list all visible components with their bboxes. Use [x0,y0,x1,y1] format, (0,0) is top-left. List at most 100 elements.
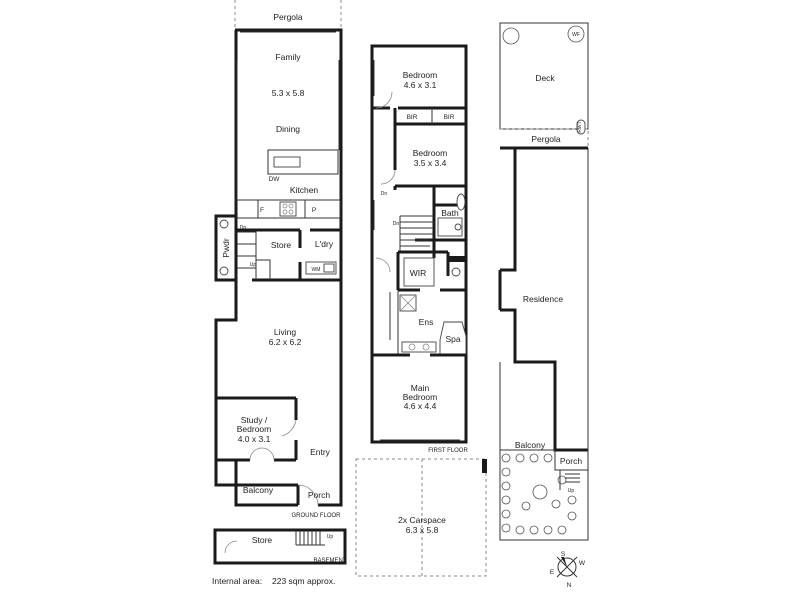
compass-w: W [579,560,586,567]
compass-e: E [550,569,555,576]
first-floor-caption: FIRST FLOOR [428,448,468,454]
basement-plan: Store Up BASEMENT [213,528,347,565]
ground-balcony-wall [214,460,298,487]
balcony-door-swing [249,447,275,461]
compass: S W E N [550,551,586,589]
deck-outline [499,22,589,130]
ground-porch-label: Porch [308,490,330,500]
family-size: 5.3 x 5.8 [272,88,305,98]
wf-label: WF [572,32,580,38]
ground-stairs-up-label: Up [250,262,257,268]
basement-outer-wall [213,528,347,565]
store-label: Store [271,240,292,250]
laundry-label: L'dry [315,239,334,249]
wir-walls [396,250,466,292]
bedroom2-size: 3.5 x 3.4 [414,158,447,168]
carspace-post [482,459,487,473]
carspace-outline [355,458,487,577]
living-label: Living [274,327,296,337]
bir2-label: BIR [444,114,455,121]
fridge-label: F [260,207,264,214]
powder-toilet [219,266,229,276]
compass-s: S [561,551,566,558]
kitchen-bench [236,199,341,219]
study-walls [216,396,298,462]
wm-label: WM [312,267,321,273]
basement-up-label: Up [327,534,334,540]
basement-caption: BASEMENT [313,558,346,564]
compass-ring [557,557,577,577]
bedroom2-label: Bedroom [413,148,448,158]
pantry-label: P [312,207,316,214]
ens-vanity [401,341,437,353]
bath-toilet [456,193,466,211]
residence-outline [498,146,588,452]
basement-store-label: Store [252,535,273,545]
ground-floor-plan: Pergola Family 5.3 x 5.8 Dining DW Kitch… [214,0,343,519]
rwt-label: RWT [577,121,583,132]
study-door-swing [281,419,297,437]
site-pergola-label: Pergola [531,134,561,144]
living-size: 6.2 x 6.2 [269,337,302,347]
bedroom1-label: Bedroom [403,70,438,80]
study-label-line2: Bedroom [237,424,272,434]
study-label: Study / [241,415,268,425]
first-floor-plan: Bedroom 4.6 x 3.1 BIR BIR Bedroom 3.5 x … [370,44,468,454]
powder-label: Pwdr [221,238,231,258]
site-porch-label: Porch [560,456,582,466]
store-laundry-walls [236,228,341,282]
wir-dark-block [448,256,466,262]
first-dn1-label: Dn [381,191,388,197]
entry-label: Entry [310,447,331,457]
main-bedroom-size: 4.6 x 4.4 [404,401,437,411]
ground-stairs-down-label: Dn [240,225,247,231]
internal-area-value: 223 sqm approx. [272,576,335,586]
ground-floor-caption: GROUND FLOOR [291,513,341,519]
bedroom2-walls [393,124,466,190]
ground-balcony-label: Balcony [243,485,274,495]
first-dn2-label: Dn [393,221,400,227]
bath-label: Bath [441,208,459,218]
first-stairs [399,215,434,252]
first-floor-outer-wall [370,44,468,444]
internal-area-label: Internal area: [212,576,262,586]
deck-tree [502,27,520,45]
pergola-label: Pergola [273,12,303,22]
ens-label: Ens [419,317,434,327]
wir-label: WIR [410,268,427,278]
deck-label: Deck [535,73,555,83]
bir1-label: BIR [407,114,418,121]
front-garden-outline [499,450,589,541]
wir-shelving [403,257,435,287]
spa-label: Spa [445,334,460,344]
study-size: 4.0 x 3.1 [238,434,271,444]
entry-door-swing [297,484,319,506]
internal-area-note: Internal area: 223 sqm approx. [212,576,335,586]
wf-symbol [567,25,585,43]
powder-basin [219,219,229,229]
carspace-plan: 2x Carspace 6.3 x 5.8 [355,458,487,577]
carspace-size: 6.3 x 5.8 [406,525,439,535]
family-label: Family [275,52,301,62]
main-bedroom-label-line2: Bedroom [403,392,438,402]
ground-pergola-outline [234,0,342,30]
kitchen-label: Kitchen [290,185,319,195]
bedroom1-size: 4.6 x 3.1 [404,80,437,90]
kitchen-sink [273,156,301,168]
residence-label: Residence [523,294,563,304]
dining-label: Dining [276,124,300,134]
cooktop [279,201,297,217]
compass-n: N [567,582,572,589]
site-plan: WF Deck Pergola RWT Residence Balcony Po… [498,22,589,541]
site-up-label: Up [568,488,575,494]
main-bedroom-label: Main [411,383,430,393]
kitchen-island [267,149,339,175]
rwt-tank [576,119,586,135]
carspace-label: 2x Carspace [398,515,446,525]
ground-stairs [236,231,257,280]
dishwasher-label: DW [269,176,281,183]
site-balcony-label: Balcony [515,440,546,450]
bath-shower [437,217,463,237]
powder-room-wall [214,214,238,282]
